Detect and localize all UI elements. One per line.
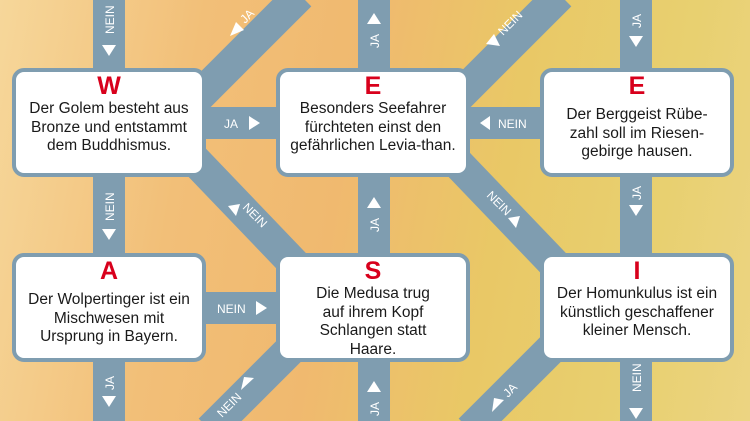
arrow-up-right-icon <box>492 398 504 412</box>
question-box-w: W Der Golem besteht aus Bronze und entst… <box>12 68 206 177</box>
box-text: Der Golem besteht aus Bronze und entstam… <box>29 100 189 154</box>
label-top-mid: JA <box>368 34 382 48</box>
arrow-up-icon <box>508 216 520 228</box>
label-s-to-e: JA <box>368 218 382 232</box>
arrow-down-left-icon <box>486 34 500 46</box>
arrow-up-left-icon <box>228 204 240 216</box>
box-text: Besonders Seefahrer fürchteten einst den… <box>290 100 456 154</box>
question-box-i: I Der Homunkulus ist ein künstlich gesch… <box>540 253 734 362</box>
question-box-a: A Der Wolpertinger ist ein Mischwesen mi… <box>12 253 206 362</box>
label-e2-to-e: NEIN <box>498 117 527 131</box>
connector-top-diag-left <box>183 0 312 112</box>
label-top-right: JA <box>630 14 644 28</box>
arrow-down-icon <box>102 396 116 407</box>
arrow-down-icon <box>629 408 643 419</box>
arrow-right-icon <box>256 301 267 315</box>
arrow-down-icon <box>629 205 643 216</box>
box-text: Die Medusa trug auf ihrem Kopf Schlangen… <box>316 285 430 358</box>
box-letter: S <box>364 257 382 285</box>
arrow-right-icon <box>249 116 260 130</box>
question-box-e2: E Der Berggeist Rübe-zahl soll im Riesen… <box>540 68 734 177</box>
arrow-up-right-icon <box>230 22 244 36</box>
box-letter: W <box>97 72 121 100</box>
label-w-to-a: NEIN <box>103 192 117 221</box>
box-text: Der Berggeist Rübe-zahl soll im Riesen-g… <box>566 106 708 160</box>
arrow-up-right-icon <box>241 377 254 390</box>
arrow-up-icon <box>367 197 381 208</box>
arrow-up-icon <box>367 381 381 392</box>
label-bottom-left: JA <box>103 376 117 390</box>
arrow-down-icon <box>629 36 643 47</box>
box-text: Der Homunkulus ist ein künstlich geschaf… <box>556 285 718 339</box>
arrow-down-icon <box>102 45 116 56</box>
box-text: Der Wolpertinger ist ein Mischwesen mit … <box>28 291 190 345</box>
connector-top-diag-right <box>443 0 572 112</box>
box-letter: E <box>364 72 382 100</box>
question-box-s: S Die Medusa trug auf ihrem Kopf Schlang… <box>276 253 470 362</box>
arrow-up-icon <box>367 13 381 24</box>
label-bottom-right: NEIN <box>630 363 644 392</box>
label-e2-to-i: JA <box>630 186 644 200</box>
box-letter: E <box>628 72 646 100</box>
box-letter: I <box>633 257 641 285</box>
arrow-left-icon <box>480 116 490 130</box>
label-a-to-s: NEIN <box>217 302 246 316</box>
label-top-left: NEIN <box>103 5 117 34</box>
arrow-down-icon <box>102 229 116 240</box>
question-box-e1: E Besonders Seefahrer fürchteten einst d… <box>276 68 470 177</box>
label-bottom-mid: JA <box>368 402 382 416</box>
label-w-to-e: JA <box>224 117 238 131</box>
box-letter: A <box>99 257 119 285</box>
